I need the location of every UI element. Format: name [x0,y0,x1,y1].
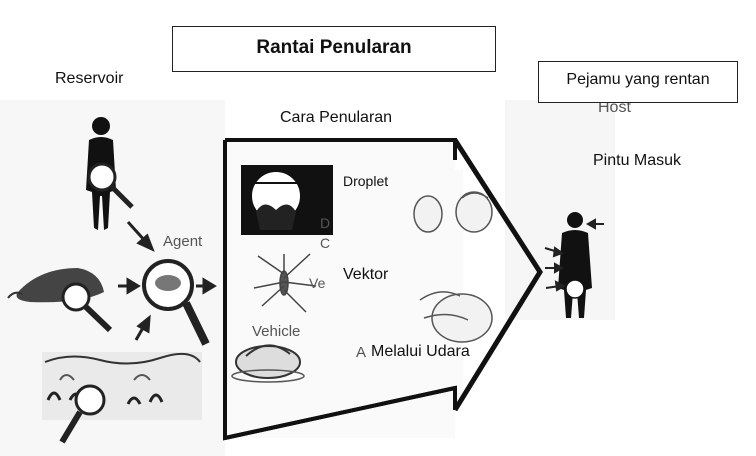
host-label: Pejamu yang rentan [566,71,710,88]
entry-arrows [544,218,604,292]
host-box: Pejamu yang rentan [538,61,738,103]
environment-reservoir-figure [42,352,202,420]
magnifier-icon [87,162,134,209]
agent-text: Agent [163,233,203,250]
portal-of-entry-label: Pintu Masuk [593,152,682,169]
magnifier-icon [61,282,113,333]
vehicle-text: Vehicle [252,323,300,340]
d-fragment: D [320,215,330,231]
vector-label: Vektor [343,266,389,283]
host-en-text: Host [598,99,631,116]
airborne-label: Melalui Udara [371,343,470,360]
transmission-mode-label: Cara Penularan [280,109,393,126]
arrows-to-agent [118,220,217,341]
vector-mosquito-illustration [253,253,317,313]
agent-magnifier [142,259,210,346]
droplet-illustration [241,165,333,235]
c-fragment: C [320,235,330,251]
vehicle-food-illustration [231,344,305,383]
title-box: Rantai Penularan [172,26,496,72]
diagram-title: Rantai Penularan [256,37,412,58]
magnifier-icon [59,384,106,444]
reservoir-label: Reservoir [55,70,124,87]
ve-fragment: Ve [309,275,326,291]
droplet-label: Droplet [343,173,389,189]
a-fragment: A [356,344,366,361]
faces-illustration [413,191,493,343]
host-figure [558,212,592,318]
